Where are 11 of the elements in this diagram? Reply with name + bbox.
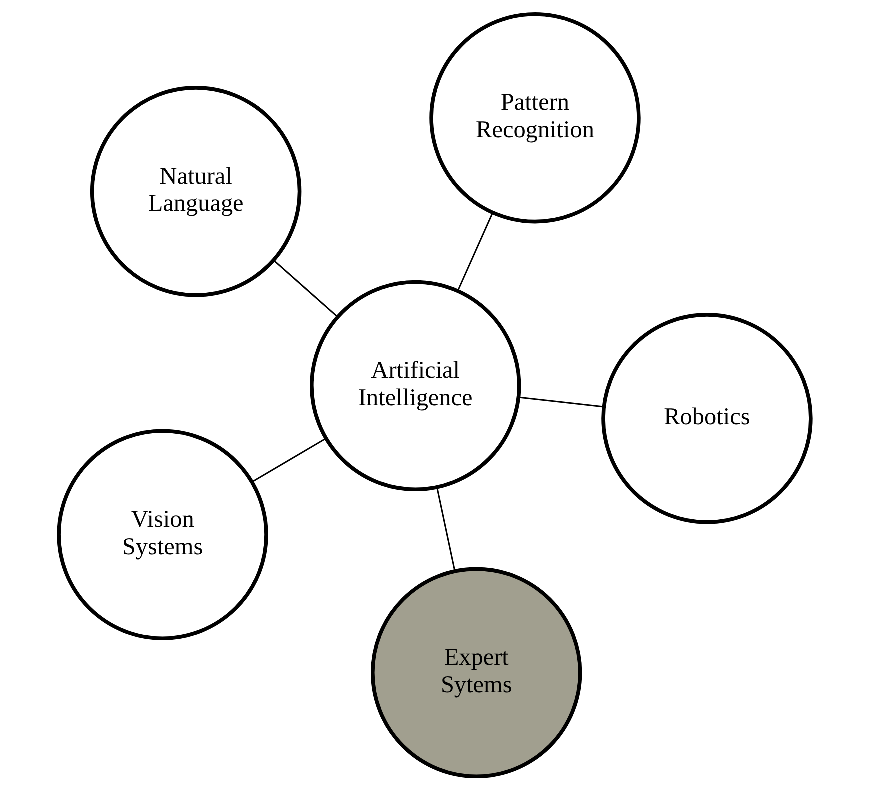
connector <box>251 438 326 483</box>
node-circle: Pattern Recognition <box>429 12 640 224</box>
node-circle: Robotics <box>601 313 812 524</box>
node-circle: Vision Systems <box>56 429 268 640</box>
connector <box>436 487 456 572</box>
node-circle: Artificial Intelligence <box>310 280 521 492</box>
connector <box>518 396 604 408</box>
node-circle: Expert Sytems <box>370 567 582 779</box>
connector <box>272 260 338 318</box>
connector <box>456 212 494 292</box>
node-circle: Natural Language <box>90 86 302 298</box>
